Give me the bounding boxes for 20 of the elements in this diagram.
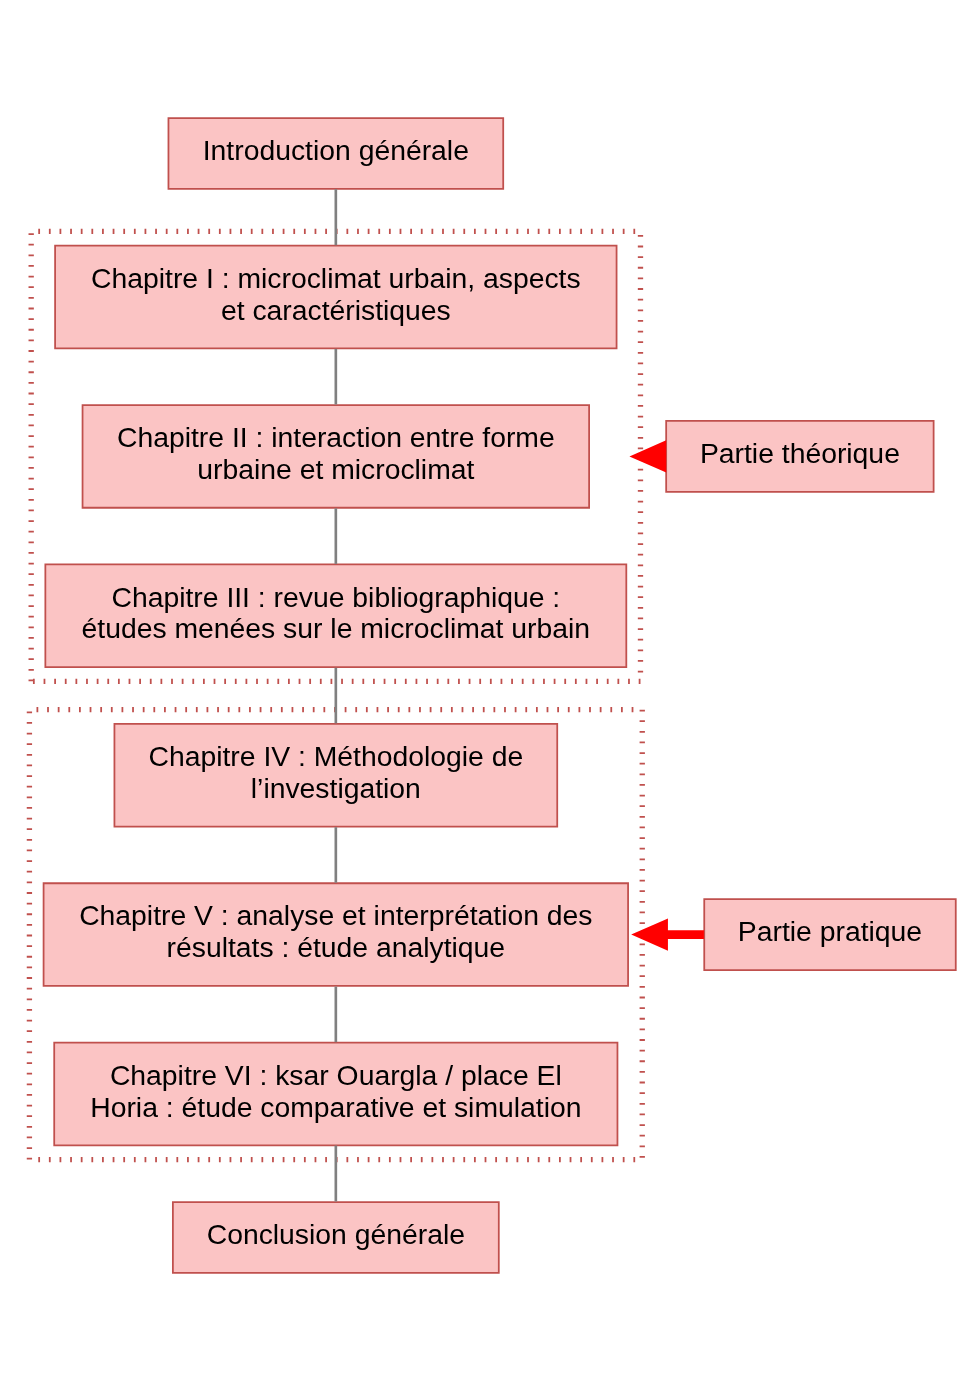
connector — [334, 348, 338, 405]
node-box: Partie pratique — [703, 898, 957, 971]
connector — [334, 986, 338, 1043]
node-box: Introduction générale — [167, 117, 505, 190]
node-box: Chapitre VI : ksar Ouargla / place El Horia : étude comparative et simulation — [53, 1041, 619, 1147]
connector — [334, 1145, 338, 1202]
node-box: Conclusion générale — [172, 1201, 500, 1274]
node-box: Chapitre IV : Méthodologie de l’investigation — [113, 722, 559, 828]
connector — [334, 827, 338, 883]
cluster — [28, 228, 644, 684]
connector — [334, 667, 338, 724]
cluster — [26, 707, 645, 1163]
arrow — [631, 918, 704, 951]
connector — [334, 189, 338, 246]
node-box: Chapitre V : analyse et interprétation des résultats : étude analytique — [42, 882, 629, 987]
connector — [334, 508, 338, 564]
node-box: Partie théorique — [665, 420, 935, 493]
node-box: Chapitre III : revue bibliographique : études menées sur le microclimat urbain — [44, 563, 628, 669]
node-box: Chapitre I : microclimat urbain, aspects et caractéristiques — [54, 244, 618, 350]
node-box: Chapitre II : interaction entre forme urbaine et microclimat — [81, 404, 590, 509]
